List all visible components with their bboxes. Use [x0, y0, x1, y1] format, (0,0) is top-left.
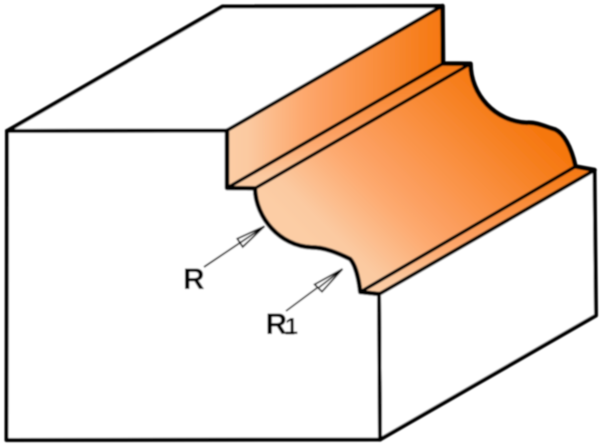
svg-text:R: R — [183, 263, 205, 296]
svg-text:R1: R1 — [266, 308, 299, 341]
